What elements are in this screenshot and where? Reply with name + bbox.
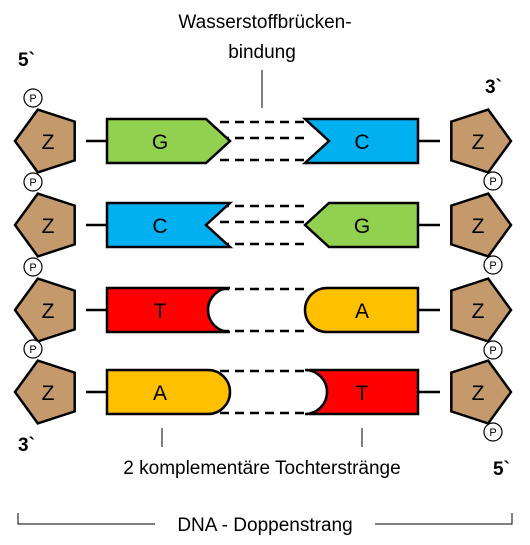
sugar-right	[450, 277, 513, 343]
phosphate-circle	[23, 339, 43, 359]
hbond-label-line1: Wasserstoffbrücken-	[178, 12, 351, 33]
phosphate-label: P	[29, 344, 36, 356]
base-label-left: A	[153, 382, 167, 405]
base-label-right: G	[354, 215, 370, 238]
sugar-left	[13, 108, 76, 174]
base-pair-rows: P P Z Z G C P P Z Z C G P P Z Z T A P P Z Z A T	[13, 88, 513, 442]
base-A-left	[105, 368, 232, 416]
sugar-label-left: Z	[42, 382, 55, 405]
phosphate-label: P	[29, 262, 36, 274]
sugar-label-right: Z	[472, 300, 485, 323]
phosphate-right: P	[483, 255, 503, 275]
phosphate-circle	[483, 340, 503, 360]
phosphate-left: P	[23, 88, 43, 108]
hbond-label-line2: bindung	[228, 42, 296, 63]
base-T-right	[304, 368, 420, 416]
base-A-right	[303, 286, 420, 334]
sugar-left	[13, 277, 76, 343]
right-strand-bottom-end: 5`	[493, 459, 510, 480]
phosphate-circle	[23, 257, 43, 277]
phosphate-label: P	[489, 345, 496, 357]
phosphate-label: P	[489, 176, 496, 188]
sugar-label-right: Z	[472, 215, 485, 238]
base-pair-row: P P Z Z G C	[13, 88, 513, 191]
base-T-left	[105, 286, 231, 334]
sugar-label-right: Z	[472, 131, 485, 154]
base-label-right: C	[354, 131, 369, 154]
sugar-right	[450, 108, 513, 174]
phosphate-right: P	[483, 171, 503, 191]
phosphate-label: P	[489, 427, 496, 439]
base-C-left	[105, 201, 234, 249]
phosphate-label: P	[489, 260, 496, 272]
left-strand-bottom-end: 3`	[18, 435, 35, 456]
phosphate-left: P	[23, 339, 43, 359]
base-pair-row: P P Z Z C G	[13, 172, 513, 275]
dna-double-strand-label: DNA - Doppenstrang	[177, 515, 352, 536]
base-G-left	[105, 117, 232, 165]
base-label-left: G	[152, 131, 168, 154]
dna-bracket-left	[17, 513, 155, 525]
sugar-label-left: Z	[42, 300, 55, 323]
dna-bracket-right	[375, 513, 513, 525]
sugar-left	[13, 359, 76, 425]
base-C-right	[301, 117, 420, 165]
sugar-right	[450, 192, 513, 258]
phosphate-circle	[483, 255, 503, 275]
phosphate-right: P	[483, 422, 503, 442]
phosphate-circle	[483, 422, 503, 442]
sugar-label-right: Z	[472, 382, 485, 405]
sugar-label-left: Z	[42, 215, 55, 238]
sugar-right	[450, 359, 513, 425]
phosphate-circle	[23, 172, 43, 192]
phosphate-label: P	[29, 177, 36, 189]
base-pair-row: P P Z Z A T	[13, 339, 513, 442]
left-strand-top-end: 5`	[18, 50, 35, 71]
base-pair-row: P P Z Z T A	[13, 257, 513, 360]
base-label-right: T	[356, 382, 369, 405]
base-label-right: A	[355, 300, 369, 323]
phosphate-right: P	[483, 340, 503, 360]
base-label-left: C	[152, 215, 167, 238]
sugar-label-left: Z	[42, 131, 55, 154]
base-G-right	[303, 201, 420, 249]
sugar-left	[13, 192, 76, 258]
phosphate-circle	[23, 88, 43, 108]
base-label-left: T	[154, 300, 167, 323]
phosphate-left: P	[23, 257, 43, 277]
phosphate-circle	[483, 171, 503, 191]
phosphate-left: P	[23, 172, 43, 192]
daughter-strands-label: 2 komplementäre Tochterstränge	[123, 458, 400, 479]
phosphate-label: P	[29, 93, 36, 105]
right-strand-top-end: 3`	[485, 77, 502, 98]
